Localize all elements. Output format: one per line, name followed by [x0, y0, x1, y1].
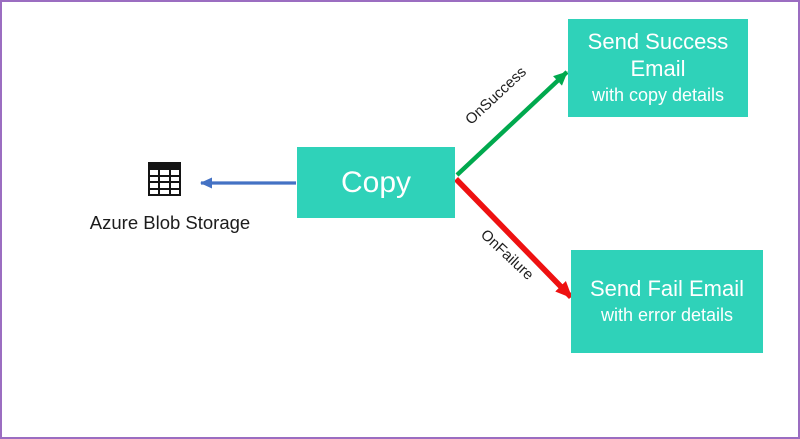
success-box-title: Send Success Email	[587, 29, 729, 82]
send-fail-email-box[interactable]: Send Fail Email with error details	[571, 250, 763, 353]
azure-blob-storage-label: Azure Blob Storage	[89, 212, 251, 233]
table-icon	[148, 162, 181, 196]
copy-activity-label: Copy	[340, 165, 412, 199]
fail-box-subtitle: with error details	[600, 305, 734, 326]
copy-activity-box[interactable]: Copy	[297, 147, 455, 218]
success-box-subtitle: with copy details	[591, 85, 725, 106]
send-success-email-box[interactable]: Send Success Email with copy details	[568, 19, 748, 117]
fail-box-title: Send Fail Email	[589, 276, 745, 302]
on-success-arrow	[455, 70, 569, 177]
on-failure-arrow	[453, 177, 574, 299]
